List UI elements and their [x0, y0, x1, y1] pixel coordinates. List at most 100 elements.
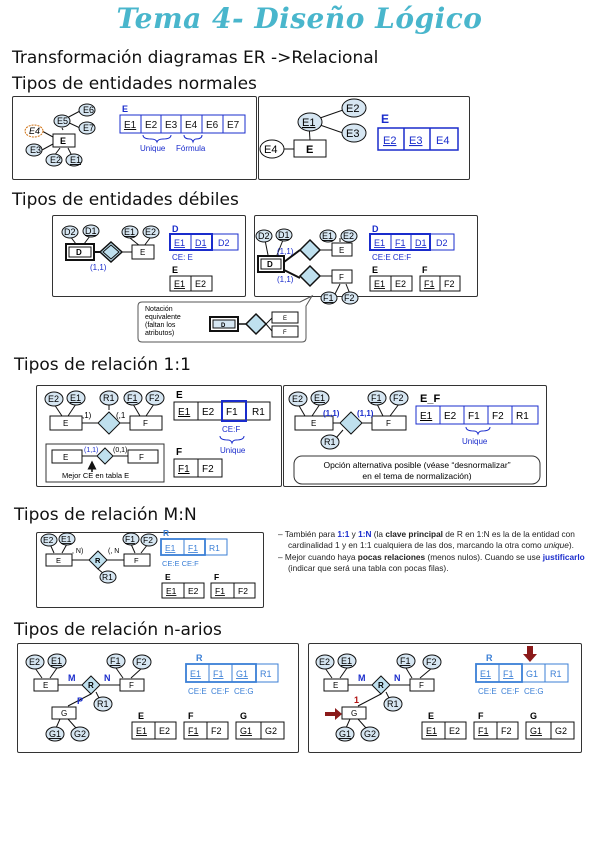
svg-text:F2: F2 [149, 393, 160, 403]
label-unique-1: Unique [140, 144, 166, 153]
section-heading-rel11: Tipos de relación 1:1 [14, 355, 191, 375]
card-11-2-right: (1,1) [357, 409, 374, 418]
er-nary-2: E2 E1 F1 F2 R1 G1 G2 E R F G M N 1 R E1 … [315, 646, 575, 742]
card-nary2-m: M [358, 673, 366, 683]
card-mn-right: (, N [108, 548, 119, 555]
svg-text:F1: F1 [371, 393, 382, 403]
svg-text:F: F [188, 711, 194, 721]
svg-text:E1: E1 [302, 117, 315, 129]
svg-text:E2: E2 [159, 726, 170, 736]
svg-text:E: E [138, 711, 144, 721]
svg-text:E4: E4 [264, 144, 277, 156]
card-weak-2b: (1,1) [277, 275, 294, 284]
notation-line1: Notación [145, 306, 173, 313]
section-heading-debiles: Tipos de entidades débiles [12, 190, 239, 210]
panel-mn [36, 532, 264, 608]
label-ce-g-n2: CE:G [524, 687, 544, 696]
attr-e6 [78, 103, 96, 117]
svg-text:F2: F2 [444, 279, 455, 289]
svg-text:E2: E2 [343, 231, 354, 241]
svg-text:E7: E7 [227, 120, 240, 131]
label-ce-e-n1: CE:E [188, 687, 207, 696]
svg-text:F: F [478, 711, 484, 721]
svg-text:D1: D1 [195, 238, 207, 248]
attr-e4-derived [24, 124, 44, 138]
card-weak-1: (1,1) [90, 263, 107, 272]
svg-text:F1: F1 [323, 293, 334, 303]
svg-text:F2: F2 [426, 657, 437, 667]
svg-text:E4: E4 [29, 126, 40, 136]
er-normal-1: E6 E7 E5 E4 E3 E2 E1 E E E1 E2 E3 E4 E6 … [24, 103, 246, 167]
svg-text:E1: E1 [174, 279, 185, 289]
er-nary-1: E2 E1 F1 F2 R1 G1 G2 E R F G M N P R E1 … [25, 653, 285, 742]
svg-text:E: E [172, 265, 178, 275]
svg-text:E: E [43, 681, 48, 690]
svg-text:E: E [339, 246, 344, 255]
svg-text:F: F [422, 265, 428, 275]
svg-text:E2: E2 [383, 135, 396, 147]
svg-text:F2: F2 [136, 657, 147, 667]
notation-line2: equivalente [145, 314, 181, 321]
svg-text:R1: R1 [387, 699, 399, 709]
transform-heading: Transformación diagramas ER ->Relacional [12, 48, 379, 68]
attr-e3 [25, 143, 43, 157]
section-heading-relmn: Tipos de relación M:N [14, 505, 197, 525]
svg-text:G2: G2 [74, 729, 86, 739]
svg-text:G: G [240, 711, 247, 721]
panel-nary-1 [17, 643, 299, 753]
svg-text:E7: E7 [83, 123, 94, 133]
svg-text:F1: F1 [400, 656, 411, 666]
svg-text:R1: R1 [252, 407, 265, 418]
section-heading-normales: Tipos de entidades normales [12, 74, 257, 94]
svg-text:E1: E1 [174, 238, 185, 248]
svg-text:E: E [60, 136, 66, 146]
svg-text:E3: E3 [409, 135, 422, 147]
notation-line4: atributos) [145, 330, 174, 337]
svg-text:E3: E3 [346, 128, 359, 140]
svg-text:E2: E2 [202, 407, 215, 418]
svg-text:E1: E1 [374, 279, 385, 289]
svg-text:F1: F1 [424, 279, 435, 289]
svg-text:F1: F1 [188, 543, 198, 553]
svg-text:F1: F1 [468, 411, 480, 422]
er-mn: E2 E1 F1 F2 R1 E R F , N) (, N R E1 F1 R… [40, 528, 256, 599]
svg-text:E: E [306, 144, 313, 156]
svg-text:E2: E2 [449, 726, 460, 736]
label-ce-f-n1: CE:F [211, 687, 229, 696]
attr-e2 [45, 153, 63, 167]
svg-text:E1: E1 [341, 656, 352, 666]
card-alt-11: (1,1) [84, 447, 98, 454]
svg-text:E2: E2 [319, 657, 330, 667]
alt-option-line2: en el tema de normalización) [362, 471, 471, 481]
svg-text:F: F [129, 681, 134, 690]
svg-text:E: E [140, 248, 145, 257]
svg-text:E5: E5 [57, 116, 68, 126]
svg-text:E: E [63, 453, 68, 462]
svg-text:E6: E6 [206, 120, 219, 131]
card-nary-n: N [104, 673, 111, 683]
svg-text:E1: E1 [70, 393, 81, 403]
label-ce-e-weak: CE: E [172, 253, 193, 262]
svg-text:E: E [165, 572, 171, 582]
svg-text:F1: F1 [178, 464, 190, 475]
svg-text:E1: E1 [178, 407, 191, 418]
svg-text:F1: F1 [395, 238, 406, 248]
svg-text:E1: E1 [165, 543, 176, 553]
svg-text:G1: G1 [339, 729, 351, 739]
svg-text:F2: F2 [238, 586, 248, 596]
svg-text:F: F [143, 419, 148, 428]
svg-text:F2: F2 [492, 411, 504, 422]
svg-text:F2: F2 [202, 464, 214, 475]
svg-text:E2: E2 [346, 103, 359, 115]
svg-text:F1: F1 [503, 669, 514, 679]
svg-text:F1: F1 [226, 407, 238, 418]
svg-text:R: R [196, 653, 203, 663]
svg-text:E2: E2 [43, 535, 54, 545]
svg-text:F1: F1 [478, 726, 489, 736]
svg-text:G: G [351, 709, 357, 718]
svg-text:E1: E1 [70, 155, 81, 165]
label-e-f: E_F [420, 393, 440, 405]
svg-text:F: F [176, 447, 182, 458]
svg-text:D: D [372, 224, 379, 234]
svg-text:F2: F2 [211, 726, 222, 736]
